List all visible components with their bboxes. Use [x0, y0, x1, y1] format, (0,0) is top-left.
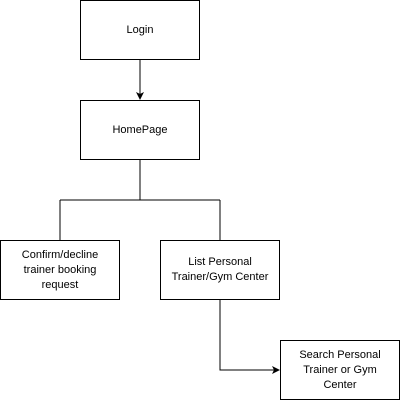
- edge-homepage-to-children: [59, 160, 221, 240]
- node-search-trainer-gym: Search Personal Trainer or Gym Center: [280, 340, 400, 400]
- node-search-trainer-gym-label: Search Personal Trainer or Gym Center: [299, 348, 381, 391]
- node-homepage: HomePage: [80, 100, 200, 160]
- node-login: Login: [80, 0, 200, 60]
- node-login-label: Login: [126, 23, 154, 36]
- node-homepage-label: HomePage: [112, 123, 168, 136]
- node-confirm-decline-booking: Confirm/decline trainer booking request: [0, 240, 120, 300]
- node-list-trainer-gym-label: List Personal Trainer/Gym Center: [171, 256, 269, 283]
- node-list-trainer-gym: List Personal Trainer/Gym Center: [160, 240, 280, 300]
- edge-list-to-search: [219, 300, 280, 374]
- node-confirm-decline-booking-label: Confirm/decline trainer booking request: [21, 248, 99, 291]
